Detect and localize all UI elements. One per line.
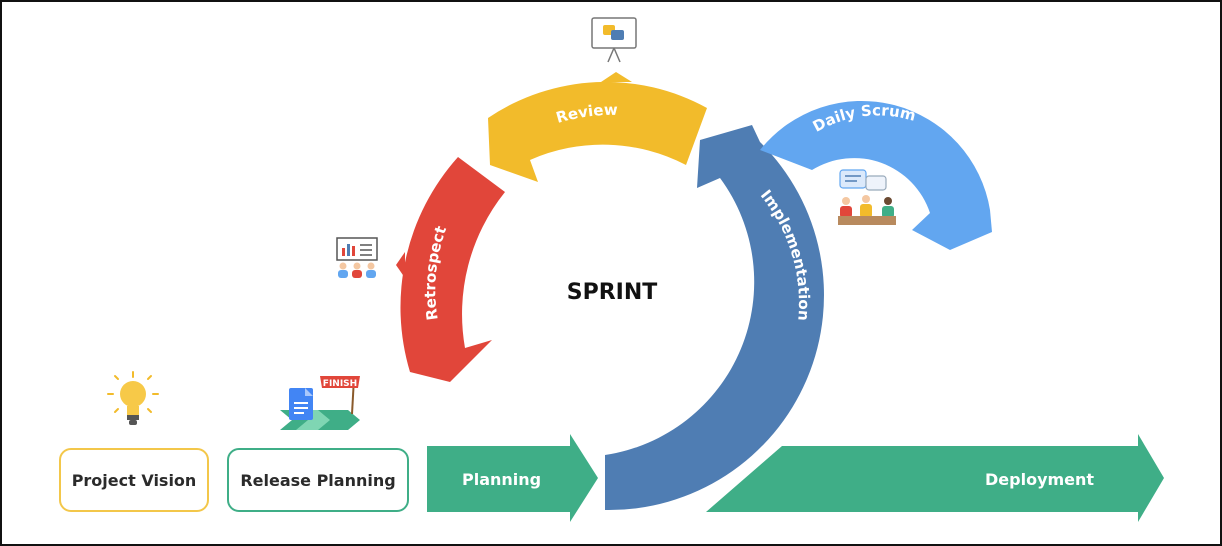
deployment-label: Deployment xyxy=(985,470,1094,489)
deployment-arrow xyxy=(706,434,1164,522)
sprint-center-label: SPRINT xyxy=(567,280,658,305)
discussion-team-icon xyxy=(838,169,896,225)
daily-scrum-arrow xyxy=(760,100,992,250)
review-arrow xyxy=(488,81,707,182)
finish-flag-text: FINISH xyxy=(323,379,357,389)
project-vision-label: Project Vision xyxy=(71,470,197,490)
retrospect-arrow xyxy=(400,157,505,382)
implementation-arrow xyxy=(605,125,824,511)
planning-arrow xyxy=(427,434,598,522)
release-planning-box: Release Planning xyxy=(227,448,409,512)
project-vision-box: Project Vision xyxy=(59,448,209,512)
release-planning-label: Release Planning xyxy=(240,470,396,490)
lightbulb-icon xyxy=(107,371,159,425)
document-finish-flag-icon: FINISH xyxy=(280,376,360,430)
presentation-board-icon xyxy=(591,17,637,82)
planning-label: Planning xyxy=(462,470,541,489)
team-meeting-icon xyxy=(336,237,405,278)
